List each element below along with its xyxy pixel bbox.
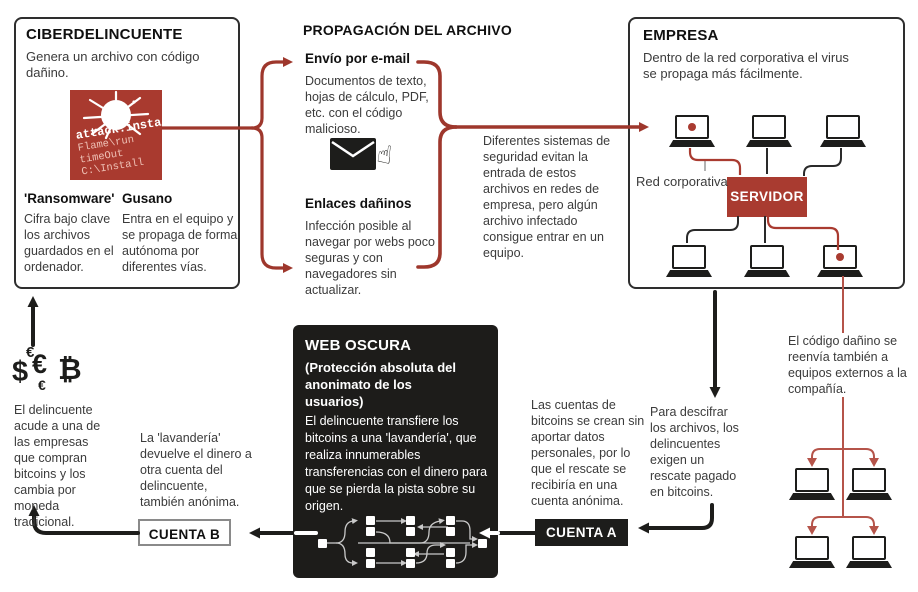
server-box: SERVIDOR: [727, 177, 807, 217]
to-account-a-arrow: [638, 503, 714, 534]
laundry-note: La 'lavandería' devuelve el dinero a otr…: [140, 431, 252, 509]
ransomware-block: 'Ransomware' Cifra bajo clave los archiv…: [24, 191, 121, 275]
hand-cursor-icon: ☝: [375, 139, 395, 170]
laptop-icon-external: [846, 536, 892, 569]
darkweb-subtitle: (Protección absoluta del anonimato de lo…: [305, 360, 456, 409]
cybercriminal-box: CIBERDELINCUENTE Genera un archivo con c…: [14, 17, 240, 289]
infection-dot: [688, 123, 696, 131]
email-title: Envío por e-mail: [305, 51, 411, 66]
ransomware-title: 'Ransomware': [24, 191, 115, 206]
cybercriminal-desc: Genera un archivo con código dañino.: [26, 49, 200, 80]
links-title: Enlaces dañinos: [305, 196, 412, 211]
euro-icon: €: [26, 344, 35, 361]
corporate-network-label: Red corporativa: [636, 174, 728, 189]
security-note: Diferentes sistemas de seguridad evitan …: [483, 134, 611, 260]
company-title: EMPRESA: [643, 27, 719, 44]
malware-file-icon: attack.insta Flame\run timeOut C:\Instal…: [70, 90, 162, 180]
propagation-title: PROPAGACIÓN DEL ARCHIVO: [303, 22, 512, 38]
laptop-icon: [744, 245, 790, 278]
dollar-icon: $: [12, 356, 29, 388]
account-a-chip: CUENTA A: [535, 519, 628, 546]
darkweb-box: WEB OSCURA (Protección absoluta del anon…: [293, 325, 498, 578]
darkweb-desc: El delincuente transfiere los bitcoins a…: [305, 414, 488, 513]
cybercriminal-title: CIBERDELINCUENTE: [26, 26, 183, 43]
laptop-icon: [746, 115, 792, 148]
email-desc: Documentos de texto, hojas de cálculo, P…: [305, 74, 429, 136]
money-symbols: € € $ € ₿: [10, 340, 120, 400]
worm-desc: Entra en el equipo y se propaga de forma…: [122, 212, 238, 274]
darkweb-title: WEB OSCURA: [305, 337, 412, 354]
company-desc: Dentro de la red corporativa el virus se…: [643, 50, 849, 81]
ransomware-desc: Cifra bajo clave los archivos guardados …: [24, 212, 114, 274]
malware-code-text: attack.insta Flame\run timeOut C:\Instal…: [74, 115, 162, 179]
laptop-icon-external: [789, 468, 835, 501]
cashout-note: El delincuente acude a una de las empres…: [14, 403, 101, 529]
bitcoin-icon: ₿: [58, 354, 82, 386]
account-b-chip: CUENTA B: [138, 519, 231, 546]
laptop-icon-infected: [669, 115, 715, 148]
laptop-icon-external: [846, 468, 892, 501]
euro-icon: €: [38, 377, 46, 393]
laptop-icon-infected: [817, 245, 863, 278]
infection-dot: [836, 253, 844, 261]
anonymous-account-note: Las cuentas de bitcoins se crean sin apo…: [531, 398, 645, 508]
laptop-icon: [666, 245, 712, 278]
company-box: EMPRESA Dentro de la red corporativa el …: [628, 17, 905, 289]
envelope-icon: [330, 138, 376, 170]
burst-icon: [82, 90, 150, 140]
links-desc: Infección posible al navegar por webs po…: [305, 219, 435, 297]
worm-title: Gusano: [122, 191, 173, 206]
euro-icon: €: [32, 349, 48, 379]
ransom-note: Para descifrar los archivos, los delincu…: [650, 405, 739, 499]
laptop-icon: [820, 115, 866, 148]
worm-block: Gusano Entra en el equipo y se propaga d…: [122, 191, 242, 275]
laptop-icon-external: [789, 536, 835, 569]
external-spread-note: El código dañino se reenvía también a eq…: [788, 333, 910, 397]
